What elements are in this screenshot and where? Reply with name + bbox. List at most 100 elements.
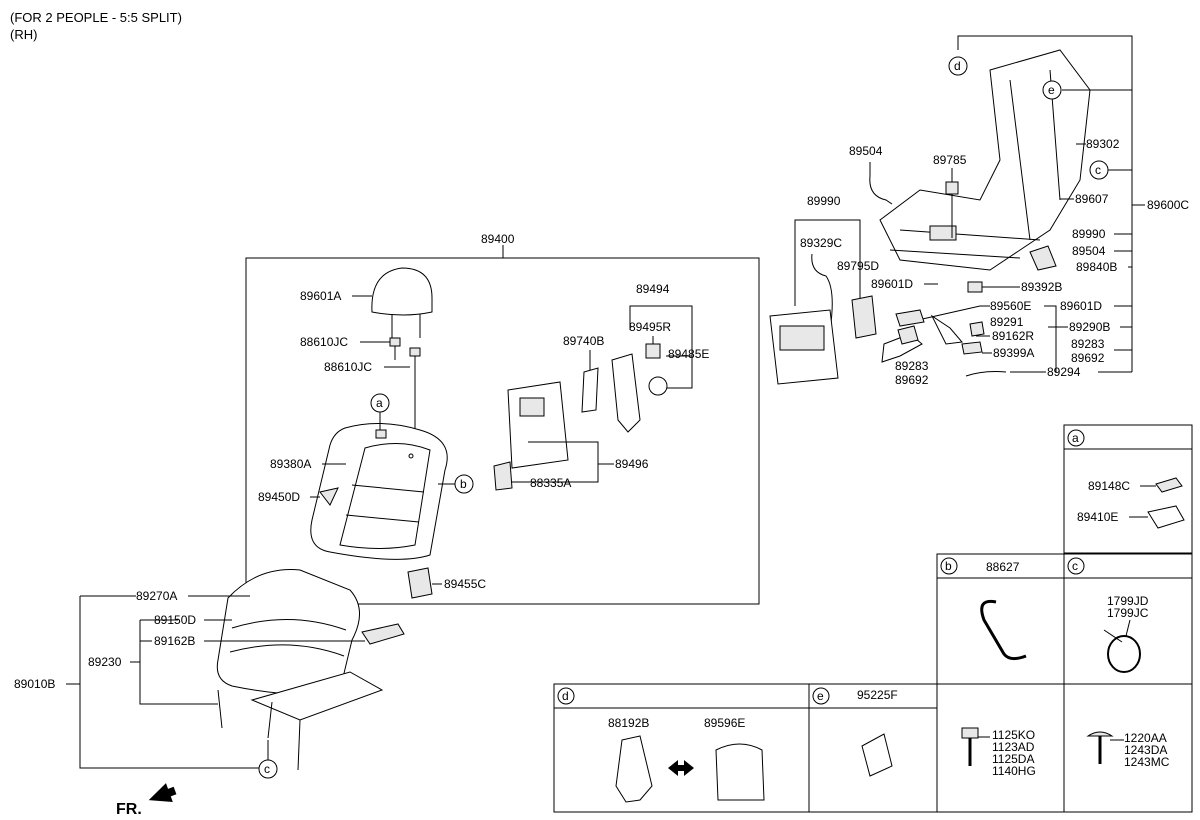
- label-89270A[interactable]: 89270A: [136, 589, 177, 603]
- label-1799JC[interactable]: 1799JC: [1107, 606, 1149, 620]
- label-1140HG[interactable]: 1140HG: [992, 764, 1036, 778]
- label-89162B[interactable]: 89162B: [154, 634, 195, 648]
- label-89380A[interactable]: 89380A: [270, 457, 311, 471]
- lumbar-motor-part: [648, 376, 668, 396]
- label-89504-top[interactable]: 89504: [849, 144, 883, 158]
- label-1125DA[interactable]: 1125DA: [992, 752, 1034, 766]
- label-89455C[interactable]: 89455C: [444, 577, 486, 591]
- seat-cushion-part: [216, 569, 405, 771]
- label-89162R[interactable]: 89162R: [992, 329, 1034, 343]
- label-89560E[interactable]: 89560E: [990, 299, 1031, 313]
- label-89601D-b[interactable]: 89601D: [1060, 299, 1102, 313]
- label-89990-right[interactable]: 89990: [1072, 227, 1106, 241]
- label-89291[interactable]: 89291: [990, 315, 1024, 329]
- part-88627: [980, 599, 1027, 661]
- label-89990-top[interactable]: 89990: [807, 194, 841, 208]
- label-88610JC-1[interactable]: 88610JC: [300, 335, 348, 349]
- label-89785[interactable]: 89785: [933, 153, 967, 167]
- part-95225F: [861, 733, 893, 777]
- label-88610JC-2[interactable]: 88610JC: [324, 360, 372, 374]
- label-95225F[interactable]: 95225F: [857, 688, 898, 702]
- lumbar-support-part: [611, 353, 641, 433]
- detail-a-header: [1067, 429, 1085, 447]
- part-89795D: [851, 295, 877, 339]
- detail-c-header: [1067, 557, 1085, 575]
- label-89607[interactable]: 89607: [1075, 192, 1109, 206]
- label-89740B[interactable]: 89740B: [563, 334, 604, 348]
- seat-frame-part: [879, 49, 1091, 271]
- label-1243MC[interactable]: 1243MC: [1124, 755, 1170, 769]
- harness-part-89329C: [811, 253, 833, 331]
- label-89840B[interactable]: 89840B: [1076, 260, 1117, 274]
- callout-c-frame[interactable]: [1089, 160, 1109, 180]
- label-89010B[interactable]: 89010B: [14, 677, 55, 691]
- label-89399A[interactable]: 89399A: [993, 346, 1034, 360]
- callout-e-frame-letter: e: [1048, 83, 1055, 97]
- label-89283-a[interactable]: 89283: [1071, 337, 1105, 351]
- label-89392B[interactable]: 89392B: [1021, 280, 1062, 294]
- label-89495R[interactable]: 89495R: [629, 320, 671, 334]
- screw-part-1220: [1086, 731, 1114, 764]
- label-89230[interactable]: 89230: [88, 655, 122, 669]
- label-1123AD[interactable]: 1123AD: [992, 740, 1035, 754]
- label-1125KO[interactable]: 1125KO: [992, 728, 1035, 742]
- callout-e-frame[interactable]: [1042, 80, 1062, 100]
- label-89485E[interactable]: 89485E: [668, 347, 709, 361]
- part-88192B: [615, 735, 653, 803]
- label-89294[interactable]: 89294: [1047, 365, 1081, 379]
- bolt-part-1125: [961, 727, 979, 766]
- backrest-group-box: [245, 257, 760, 605]
- seatback-panel-part: [507, 381, 569, 469]
- label-89329C[interactable]: 89329C: [800, 236, 842, 250]
- label-1799JD[interactable]: 1799JD: [1107, 594, 1149, 608]
- label-1243DA[interactable]: 1243DA: [1124, 743, 1167, 757]
- label-89410E[interactable]: 89410E: [1077, 510, 1118, 524]
- label-88627[interactable]: 88627: [986, 560, 1020, 574]
- label-89302[interactable]: 89302: [1086, 137, 1120, 151]
- detail-e-letter: e: [817, 689, 824, 703]
- label-89148C[interactable]: 89148C: [1088, 479, 1130, 493]
- detail-b-letter: b: [945, 559, 952, 573]
- callout-d-frame-letter: d: [954, 59, 961, 73]
- label-89692-b[interactable]: 89692: [895, 373, 929, 387]
- cover-part-89455C: [407, 567, 433, 599]
- label-89496[interactable]: 89496: [615, 457, 649, 471]
- header-line-1: (FOR 2 PEOPLE - 5:5 SPLIT): [10, 10, 182, 25]
- detail-box-a: [1063, 424, 1193, 554]
- detail-d-letter: d: [562, 689, 569, 703]
- callout-a-backrest[interactable]: [370, 393, 390, 413]
- label-89601D-a[interactable]: 89601D: [871, 277, 913, 291]
- detail-d-header: [557, 687, 575, 705]
- track-parts: [881, 309, 1007, 377]
- lumbar-switch-part: [645, 343, 661, 359]
- callout-b-backrest[interactable]: [454, 474, 474, 494]
- label-88192B[interactable]: 88192B: [608, 716, 649, 730]
- label-89150D[interactable]: 89150D: [154, 613, 196, 627]
- callout-d-frame[interactable]: [948, 56, 968, 76]
- callout-c-frame-letter: c: [1095, 163, 1101, 177]
- label-89283-b[interactable]: 89283: [895, 359, 929, 373]
- detail-a-letter: a: [1072, 431, 1079, 445]
- label-89400[interactable]: 89400: [481, 232, 515, 246]
- headrest-part: [371, 267, 433, 338]
- label-89795D[interactable]: 89795D: [837, 259, 879, 273]
- callout-c-cushion-letter: c: [264, 762, 270, 776]
- label-89290B[interactable]: 89290B: [1069, 320, 1110, 334]
- detail-e-header: [812, 687, 830, 705]
- label-89600C[interactable]: 89600C: [1147, 198, 1189, 212]
- label-89494[interactable]: 89494: [636, 282, 670, 296]
- bracket-part-89740B: [581, 367, 599, 413]
- label-89450D[interactable]: 89450D: [258, 490, 300, 504]
- callout-c-cushion[interactable]: [258, 759, 278, 779]
- label-88335A[interactable]: 88335A: [530, 476, 571, 490]
- part-89410E: [1147, 505, 1185, 529]
- detail-b-header: [940, 557, 958, 575]
- label-89601A[interactable]: 89601A: [300, 289, 341, 303]
- part-89148C: [1155, 477, 1183, 493]
- front-direction-label: FR.: [116, 801, 142, 818]
- label-1220AA[interactable]: 1220AA: [1124, 731, 1167, 745]
- label-89596E[interactable]: 89596E: [704, 716, 745, 730]
- label-89692-a[interactable]: 89692: [1071, 351, 1105, 365]
- label-89504-right[interactable]: 89504: [1072, 244, 1106, 258]
- detail-box-bottom: [553, 683, 1193, 813]
